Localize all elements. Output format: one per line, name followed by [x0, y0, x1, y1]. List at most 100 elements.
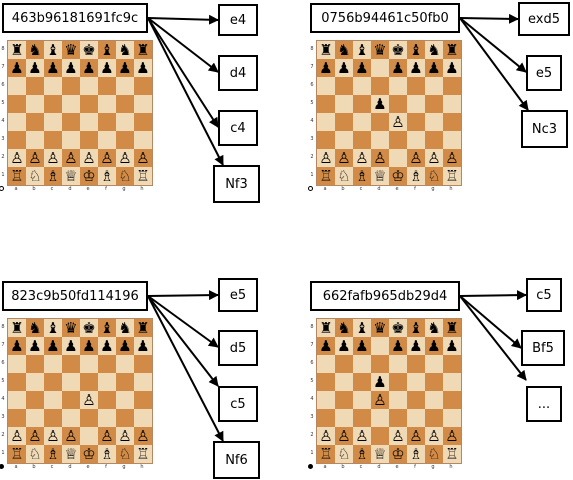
board-square: [8, 355, 26, 373]
board-square: [425, 113, 443, 131]
white-pawn-piece: ♙: [337, 148, 351, 167]
board-square: [443, 355, 461, 373]
white-pawn-piece: ♙: [100, 426, 114, 445]
rank-label: 6: [310, 82, 314, 88]
rank-label: 6: [1, 82, 5, 88]
board-square: [371, 337, 389, 355]
file-label: e: [86, 186, 90, 192]
board-square: ♞: [335, 41, 353, 59]
board-square: ♘: [335, 445, 353, 463]
board-square: ♙: [116, 427, 134, 445]
board-square: ♛: [62, 41, 80, 59]
rank-label: 6: [310, 360, 314, 366]
board-square: ♟: [80, 59, 98, 77]
board-square: [116, 373, 134, 391]
board-square: ♙: [134, 149, 152, 167]
board-square: ♟: [116, 59, 134, 77]
board-square: [425, 77, 443, 95]
move-arrow: [147, 14, 219, 25]
white-pawn-piece: ♙: [319, 426, 333, 445]
board-square: [353, 95, 371, 113]
board-square: [389, 95, 407, 113]
board-square: [353, 113, 371, 131]
board-square: ♟: [62, 337, 80, 355]
board-square: [26, 355, 44, 373]
position-hash: 463b96181691fc9c: [11, 10, 139, 26]
board-square: ♔: [80, 445, 98, 463]
file-label: h: [140, 186, 144, 192]
board-square: [335, 409, 353, 427]
board-square: [134, 355, 152, 373]
rank-label: 3: [310, 414, 314, 420]
board-square: [62, 77, 80, 95]
board-square: ♖: [8, 167, 26, 185]
board-square: ♘: [425, 445, 443, 463]
move-arrow: [147, 295, 224, 442]
file-label: a: [14, 464, 18, 470]
board-square: [116, 409, 134, 427]
board-square: [317, 131, 335, 149]
board-square: [44, 355, 62, 373]
board-square: ♖: [134, 445, 152, 463]
board-square: ♟: [371, 95, 389, 113]
board-square: ♔: [389, 167, 407, 185]
board-square: [335, 113, 353, 131]
board-square: [80, 373, 98, 391]
file-label: g: [122, 186, 126, 192]
board-square: [44, 409, 62, 427]
board-square: [8, 391, 26, 409]
file-label: a: [323, 464, 327, 470]
board-square: [80, 427, 98, 445]
black-pawn-piece: ♟: [118, 336, 132, 355]
board-square: ♟: [407, 59, 425, 77]
rank-label: 1: [1, 450, 5, 456]
board-square: [353, 77, 371, 95]
black-pawn-piece: ♟: [82, 336, 96, 355]
board-square: [98, 391, 116, 409]
black-pawn-piece: ♟: [319, 58, 333, 77]
black-pawn-piece: ♟: [409, 336, 423, 355]
board-square: [116, 95, 134, 113]
board-square: ♟: [389, 59, 407, 77]
board-square: ♙: [44, 149, 62, 167]
board-square: [335, 95, 353, 113]
file-label: d: [68, 464, 72, 470]
board-square: ♜: [317, 41, 335, 59]
board-square: ♟: [62, 59, 80, 77]
board-square: [8, 373, 26, 391]
board-square: [134, 113, 152, 131]
board-square: ♝: [44, 41, 62, 59]
board-square: [98, 373, 116, 391]
white-pawn-piece: ♙: [445, 426, 459, 445]
board-square: ♙: [425, 427, 443, 445]
board-square: [8, 131, 26, 149]
move-label: c4: [230, 120, 246, 136]
black-pawn-piece: ♟: [445, 336, 459, 355]
file-label: f: [105, 186, 107, 192]
board-square: ♟: [389, 337, 407, 355]
black-bishop-piece: ♝: [409, 40, 423, 59]
board-square: [335, 77, 353, 95]
board-square: [443, 131, 461, 149]
white-rook-piece: ♖: [319, 166, 333, 185]
board-square: [371, 409, 389, 427]
move-box: c5: [218, 386, 258, 422]
board-square: ♜: [134, 319, 152, 337]
black-pawn-piece: ♟: [337, 58, 351, 77]
board-square: ♟: [26, 337, 44, 355]
white-rook-piece: ♖: [445, 166, 459, 185]
rank-label: 7: [1, 342, 5, 348]
file-label: f: [105, 464, 107, 470]
white-pawn-piece: ♙: [136, 426, 150, 445]
board-square: [425, 391, 443, 409]
board-square: [116, 113, 134, 131]
board-square: [134, 409, 152, 427]
black-pawn-piece: ♟: [64, 58, 78, 77]
black-pawn-piece: ♟: [409, 58, 423, 77]
rank-label: 2: [310, 432, 314, 438]
board-square: ♙: [317, 427, 335, 445]
side-to-move-indicator: [308, 186, 313, 191]
board-square: ♟: [317, 59, 335, 77]
board-square: [425, 373, 443, 391]
